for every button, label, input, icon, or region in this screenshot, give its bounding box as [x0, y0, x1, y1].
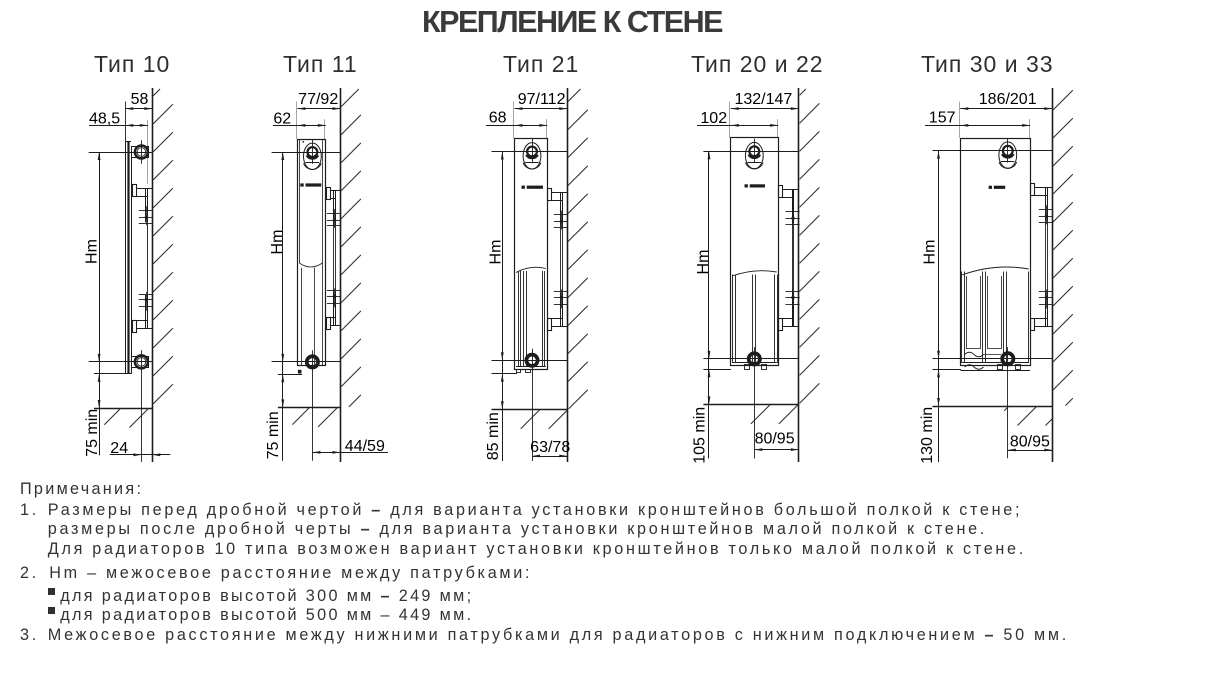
svg-text:Hm: Hm: [695, 250, 712, 275]
svg-text:105 min: 105 min: [691, 407, 708, 464]
svg-text:Hm: Hm: [488, 240, 505, 265]
svg-text:63/78: 63/78: [530, 439, 570, 456]
svg-text:77/92: 77/92: [298, 91, 338, 108]
svg-text:80/95: 80/95: [1010, 433, 1050, 450]
svg-text:85 min: 85 min: [485, 412, 502, 460]
svg-text:75 min: 75 min: [84, 409, 101, 457]
svg-text:68: 68: [489, 110, 507, 127]
svg-text:75 min: 75 min: [265, 411, 282, 459]
svg-text:97/112: 97/112: [518, 91, 566, 108]
svg-text:80/95: 80/95: [755, 431, 795, 448]
svg-text:Hm: Hm: [84, 239, 101, 264]
svg-text:58: 58: [131, 91, 149, 108]
svg-text:44/59: 44/59: [345, 438, 385, 455]
svg-text:24: 24: [110, 440, 128, 457]
svg-text:102: 102: [700, 110, 727, 127]
svg-text:48,5: 48,5: [89, 110, 120, 127]
svg-text:Hm: Hm: [269, 230, 286, 255]
svg-text:130 min: 130 min: [919, 407, 936, 464]
svg-text:62: 62: [273, 110, 291, 127]
svg-text:157: 157: [929, 110, 956, 127]
svg-text:132/147: 132/147: [734, 91, 792, 108]
svg-text:Hm: Hm: [922, 240, 939, 265]
svg-text:186/201: 186/201: [979, 91, 1037, 108]
